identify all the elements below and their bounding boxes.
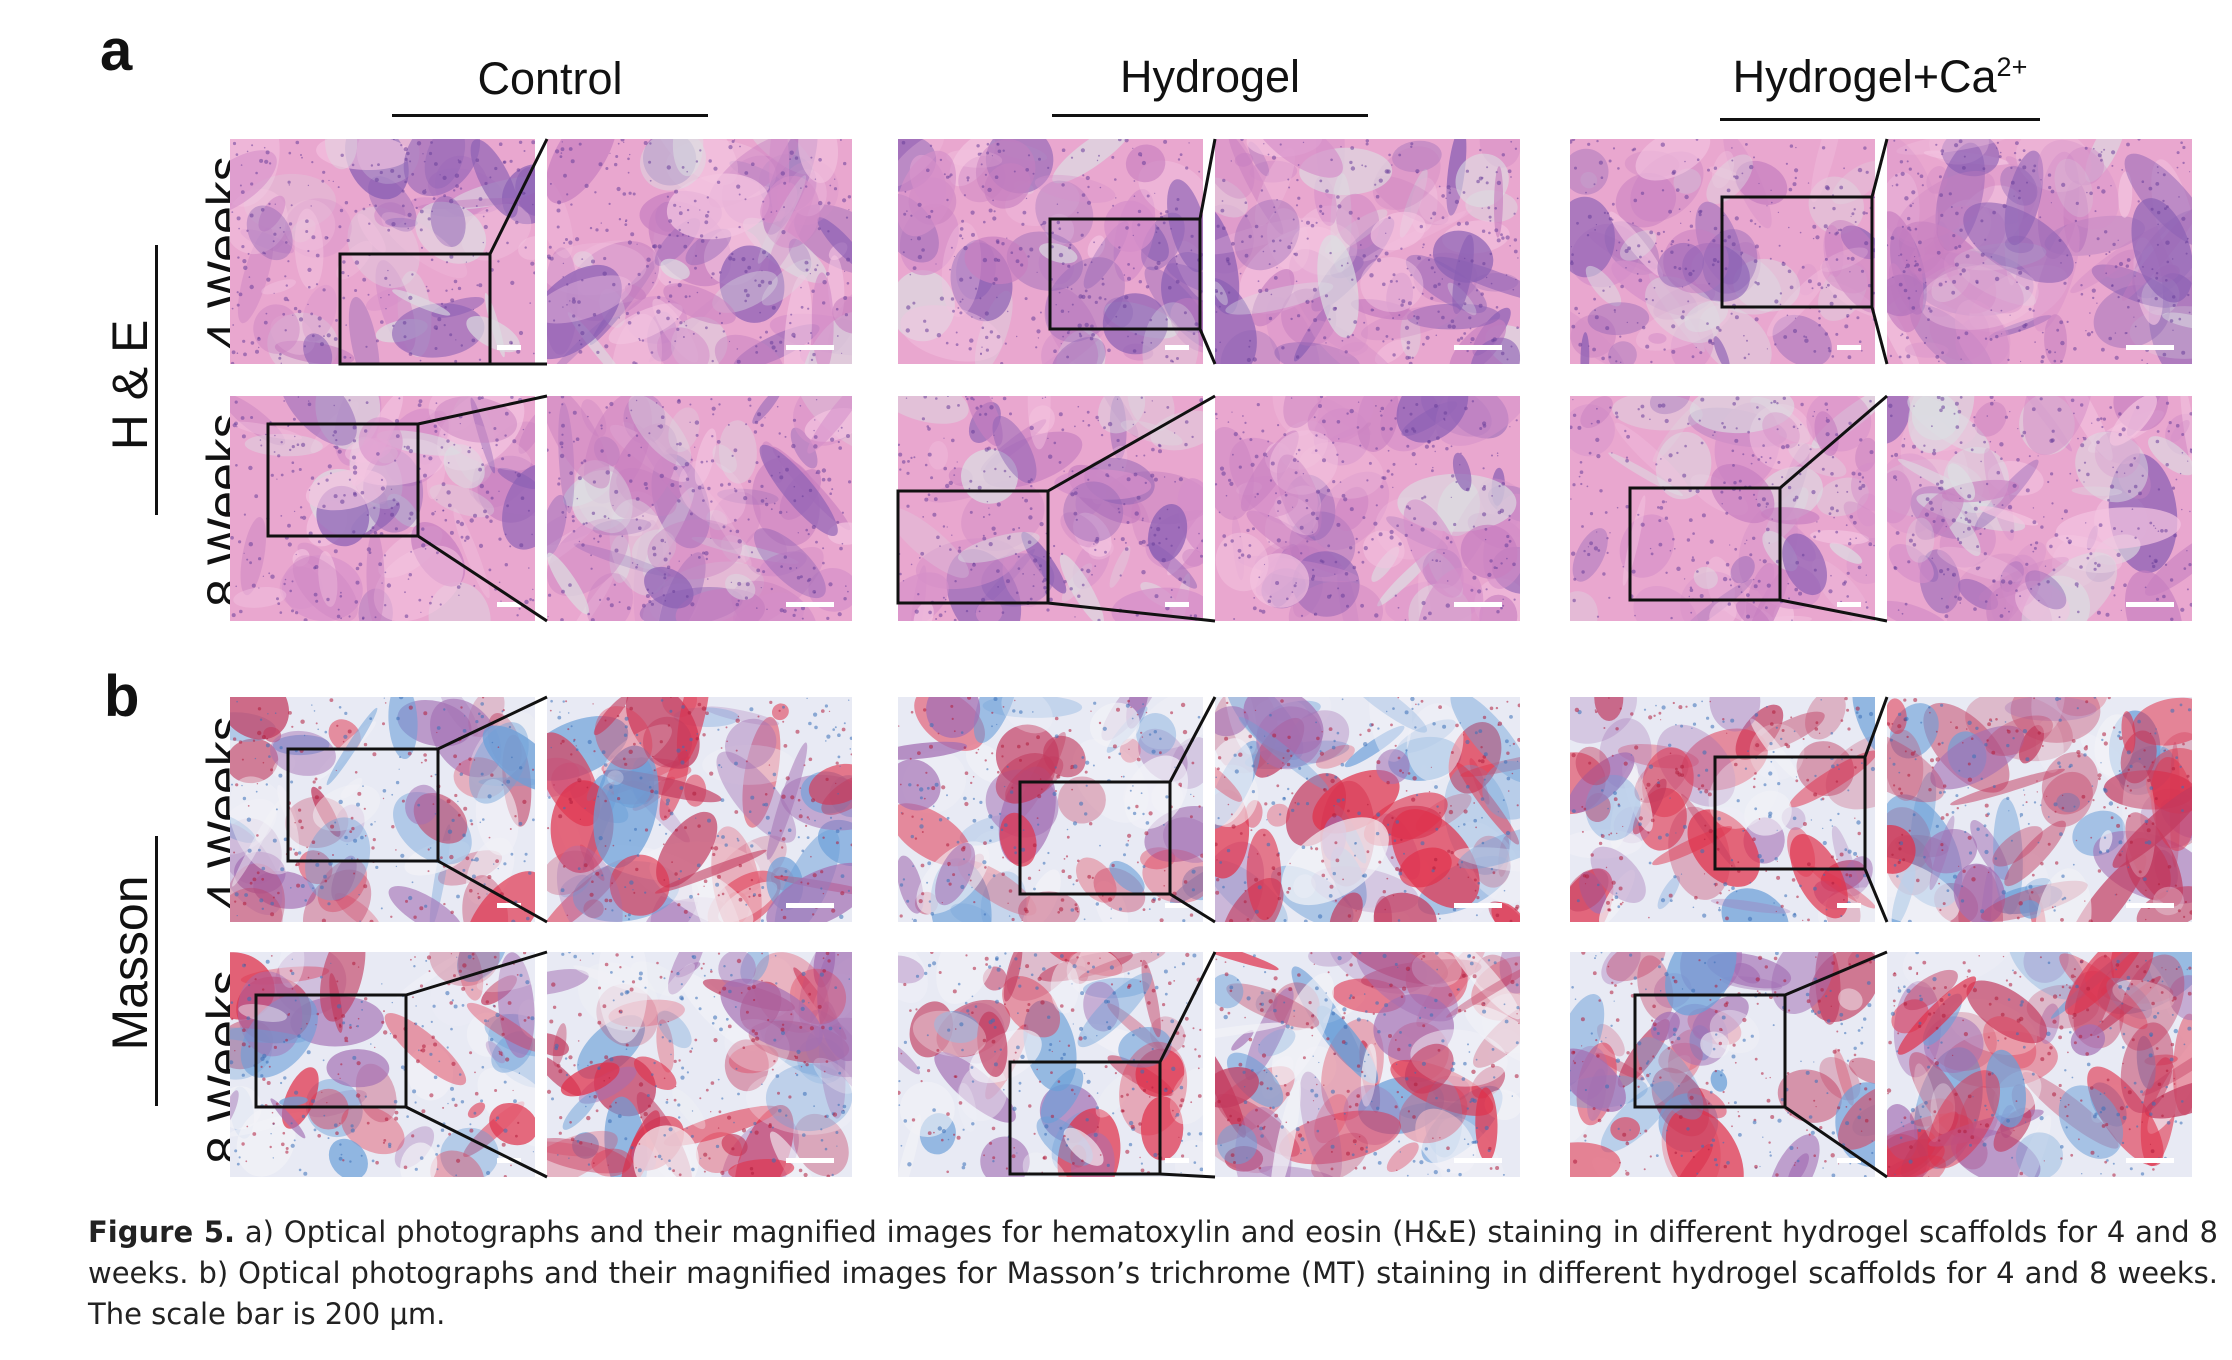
column-label: Control <box>477 53 623 104</box>
micrograph-zoom <box>1887 396 2192 621</box>
column-header-hydrogel-ca: Hydrogel+Ca2+ <box>1720 51 2040 102</box>
scale-bar <box>497 602 521 607</box>
stain-group-rule <box>155 836 158 1106</box>
micrograph-zoom <box>547 139 852 364</box>
micrograph-overview <box>230 952 535 1177</box>
figure-caption: Figure 5. a) Optical photographs and the… <box>88 1212 2218 1335</box>
micrograph-zoom <box>547 396 852 621</box>
micrograph-overview <box>230 697 535 922</box>
stain-label-masson: Masson <box>102 875 158 1051</box>
column-underline <box>1052 114 1368 117</box>
stain-group-rule <box>155 245 158 515</box>
scale-bar <box>1837 903 1861 908</box>
micrograph-overview <box>1570 139 1875 364</box>
micrograph-zoom <box>1215 396 1520 621</box>
caption-label: Figure 5. <box>88 1215 236 1249</box>
scale-bar <box>786 345 834 350</box>
micrograph-overview <box>898 139 1203 364</box>
scale-bar <box>497 1158 521 1163</box>
scale-bar <box>1165 602 1189 607</box>
scale-bar <box>497 345 521 350</box>
scale-bar <box>1454 345 1502 350</box>
scale-bar <box>1837 602 1861 607</box>
micrograph-overview <box>898 697 1203 922</box>
panel-letter-b: b <box>104 664 140 729</box>
micrograph-zoom <box>547 697 852 922</box>
micrograph-zoom <box>1215 697 1520 922</box>
scale-bar <box>786 1158 834 1163</box>
column-underline <box>1720 118 2040 121</box>
micrograph-zoom <box>1887 139 2192 364</box>
scale-bar <box>1454 903 1502 908</box>
micrograph-overview <box>230 396 535 621</box>
micrograph-zoom <box>1215 139 1520 364</box>
column-underline <box>392 114 708 117</box>
scale-bar <box>1454 1158 1502 1163</box>
caption-text: a) Optical photographs and their magnifi… <box>88 1215 2218 1331</box>
scale-bar <box>1837 1158 1861 1163</box>
micrograph-zoom <box>547 952 852 1177</box>
scale-bar <box>786 602 834 607</box>
column-label-superscript: 2+ <box>1996 52 2028 82</box>
scale-bar <box>1454 602 1502 607</box>
scale-bar <box>2126 345 2174 350</box>
panel-letter-a: a <box>100 18 133 83</box>
micrograph-zoom <box>1887 952 2192 1177</box>
scale-bar <box>2126 602 2174 607</box>
micrograph-zoom <box>1887 697 2192 922</box>
micrograph-overview <box>1570 952 1875 1177</box>
scale-bar <box>1837 345 1861 350</box>
scale-bar <box>2126 1158 2174 1163</box>
stain-label-he: H & E <box>102 319 158 451</box>
micrograph-overview <box>898 396 1203 621</box>
scale-bar <box>1165 1158 1189 1163</box>
micrograph-zoom <box>1215 952 1520 1177</box>
scale-bar <box>497 903 521 908</box>
micrograph-overview <box>1570 697 1875 922</box>
column-header-hydrogel: Hydrogel <box>1052 54 1368 99</box>
column-header-control: Control <box>392 56 708 101</box>
micrograph-overview <box>898 952 1203 1177</box>
scale-bar <box>1165 903 1189 908</box>
scale-bar <box>786 903 834 908</box>
micrograph-overview <box>1570 396 1875 621</box>
scale-bar <box>1165 345 1189 350</box>
micrograph-overview <box>230 139 535 364</box>
column-label: Hydrogel <box>1119 51 1301 102</box>
column-label: Hydrogel+Ca <box>1732 51 1997 102</box>
scale-bar <box>2126 903 2174 908</box>
